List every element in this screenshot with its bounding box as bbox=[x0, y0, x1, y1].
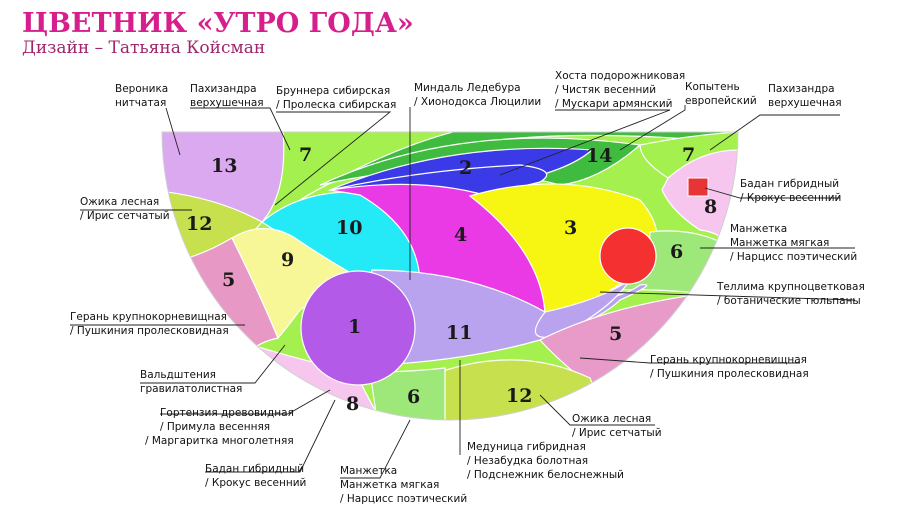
label-badan-right: Бадан гибридный / Крокус весенний bbox=[740, 178, 842, 204]
zone-number: 6 bbox=[670, 241, 683, 263]
zone-number: 3 bbox=[564, 217, 577, 239]
page-title: ЦВЕТНИК «УТРО ГОДА» bbox=[22, 8, 414, 39]
label-manzhetka-bottom: Манжетка Манжетка мягкая / Нарцисс поэти… bbox=[340, 465, 467, 505]
zone-number: 14 bbox=[586, 145, 612, 167]
zone-number: 12 bbox=[506, 385, 532, 407]
zone-number: 5 bbox=[222, 269, 235, 291]
leader-lines bbox=[70, 105, 856, 479]
zone-number: 8 bbox=[346, 393, 359, 415]
page-subtitle: Дизайн – Татьяна Койсман bbox=[22, 38, 265, 58]
label-ozhika-left: Ожика лесная / Ирис сетчатый bbox=[80, 196, 170, 222]
label-gortenzia: Гортензия древовидная / Примула весенняя… bbox=[145, 407, 297, 447]
label-pakhizandra-right: Пахизандра верхушечная bbox=[768, 83, 842, 109]
zone-number: 7 bbox=[299, 144, 312, 166]
label-ozhika-right: Ожика лесная / Ирис сетчатый bbox=[572, 413, 662, 439]
label-geran-left: Герань крупнокорневищная / Пушкиния прол… bbox=[70, 311, 230, 337]
label-brunnera: Бруннера сибирская / Пролеска сибирская bbox=[276, 85, 396, 111]
label-manzhetka-right: Манжетка Манжетка мягкая / Нарцисс поэти… bbox=[730, 223, 857, 263]
zone-number: 7 bbox=[682, 144, 695, 166]
badan-red-square bbox=[687, 177, 709, 197]
labels: Вероника нитчатая Пахизандра верхушечная… bbox=[70, 70, 868, 505]
zone-number: 10 bbox=[336, 217, 362, 239]
label-medunitsa: Медуница гибридная / Незабудка болотная … bbox=[467, 441, 624, 481]
zone-number: 2 bbox=[459, 157, 472, 179]
label-mindal: Миндаль Ледебура / Хионодокса Люцилии bbox=[414, 82, 541, 108]
label-tellima: Теллима крупноцветковая / ботанические т… bbox=[716, 281, 868, 307]
zone-number: 13 bbox=[211, 155, 237, 177]
zone-number: 6 bbox=[407, 386, 420, 408]
zone-number: 4 bbox=[454, 224, 467, 246]
label-badan-left: Бадан гибридный / Крокус весенний bbox=[205, 463, 307, 489]
zone-number: 12 bbox=[186, 213, 212, 235]
zone-number: 9 bbox=[281, 249, 294, 271]
label-khosta: Хоста подорожниковая / Чистяк весенний /… bbox=[555, 70, 689, 110]
label-kopyten: Копытень европейский bbox=[685, 81, 757, 107]
zone-number: 5 bbox=[609, 323, 622, 345]
label-pakhizandra-left: Пахизандра верхушечная bbox=[190, 83, 264, 109]
zone-1-circle bbox=[300, 270, 416, 386]
zone-number: 11 bbox=[446, 322, 472, 344]
zone-number: 8 bbox=[704, 196, 717, 218]
tellima-red-circle bbox=[599, 227, 657, 285]
label-geran-right: Герань крупнокорневищная / Пушкиния прол… bbox=[650, 354, 810, 380]
label-valdshteinia: Вальдштения гравилатолистная bbox=[140, 369, 242, 395]
zone-number: 1 bbox=[348, 316, 361, 338]
label-veronika: Вероника нитчатая bbox=[115, 83, 172, 109]
